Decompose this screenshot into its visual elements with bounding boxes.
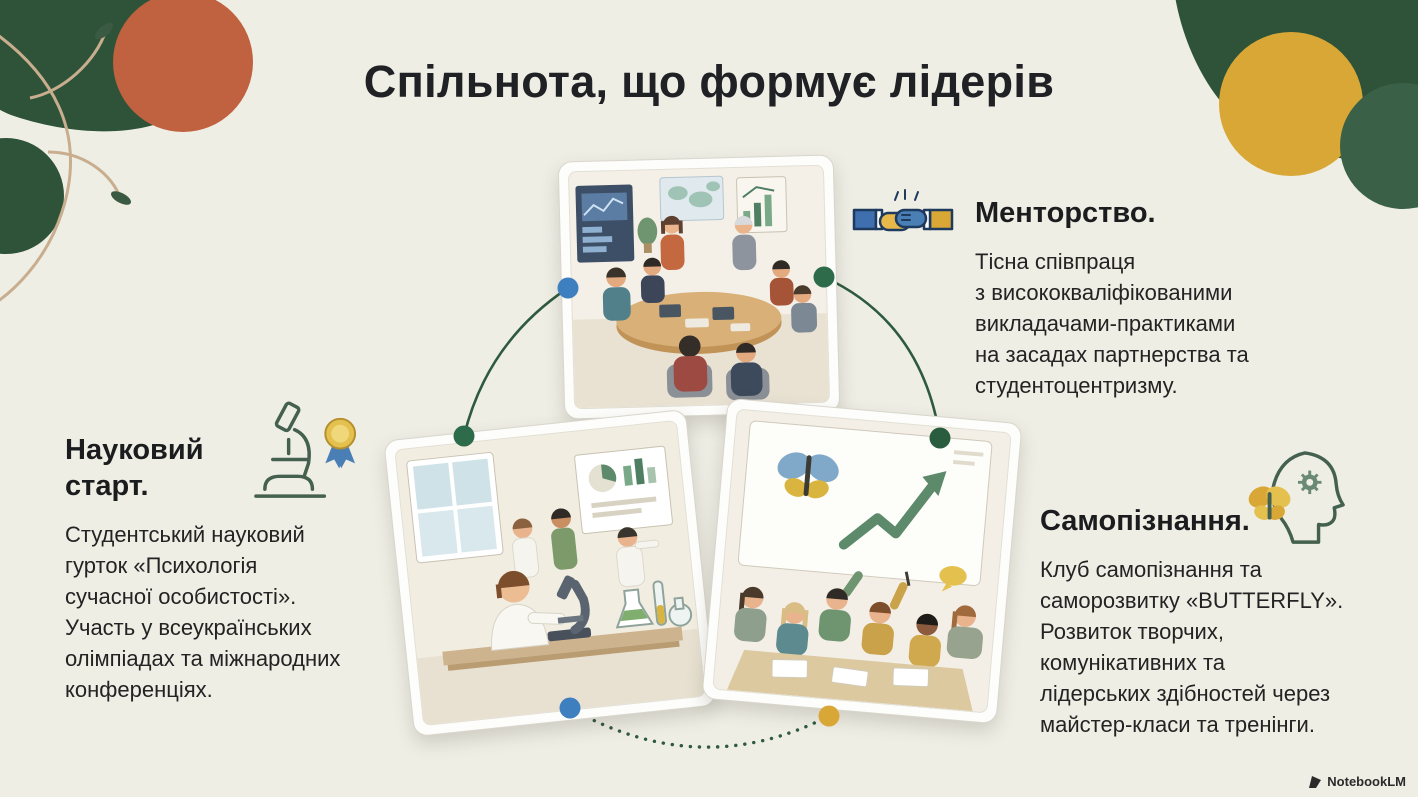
team-meeting-illustration [569, 165, 829, 409]
photo-card-growth-workshop [701, 397, 1023, 725]
growth-arrow [838, 482, 937, 550]
notebooklm-logo-icon [1309, 775, 1322, 788]
microscope-award-icon [243, 398, 367, 512]
mentorship-heading: Менторство. [975, 197, 1156, 229]
growth-workshop-illustration [713, 409, 1011, 713]
science-body: Студентський науковий гурток «Психологія… [65, 521, 341, 702]
section-mentorship: Менторство. Тісна співпраця з висококвал… [975, 196, 1325, 401]
watermark: NotebookLM [1308, 774, 1406, 789]
section-self-discovery: Самопізнання. Клуб самопізнання та самор… [1040, 504, 1412, 740]
butterfly-mind-icon [1248, 444, 1346, 552]
self-discovery-heading: Самопізнання. [1040, 505, 1250, 537]
self-discovery-body: Клуб самопізнання та саморозвитку «BUTTE… [1040, 556, 1344, 737]
section-science-start: Науковий старт. Студентський науковий гу… [65, 433, 400, 705]
science-heading: Науковий старт. [65, 434, 204, 502]
photo-card-team-meeting [557, 154, 841, 420]
page-title: Спільнота, що формує лідерів [363, 56, 1055, 107]
photo-card-science-lab [383, 408, 717, 738]
watermark-label: NotebookLM [1327, 774, 1406, 789]
butterfly-doodle [777, 452, 839, 499]
handshake-icon [852, 186, 954, 250]
mentorship-body: Тісна співпраця з висококваліфікованими … [975, 248, 1249, 398]
science-lab-illustration [395, 421, 705, 725]
